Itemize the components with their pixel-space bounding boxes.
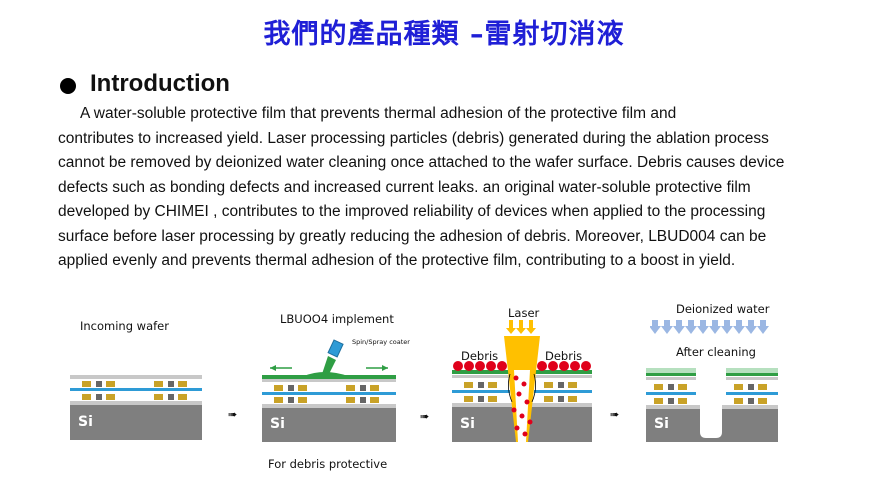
water-label: Deionized water	[676, 302, 770, 316]
page-title: 我們的產品種類 –雷射切消液	[263, 19, 625, 50]
laser-label: Laser	[508, 306, 540, 320]
intro-line: developed by CHIMEI , contributes to the…	[58, 203, 766, 220]
step1-label: Incoming wafer	[80, 319, 169, 333]
section-heading: Introduction	[90, 70, 230, 97]
intro-line: defects such as bonding defects and incr…	[58, 178, 751, 196]
step2-caption: For debris protective	[268, 457, 388, 471]
coater-label: Spin/Spray coater	[352, 338, 410, 346]
intro-line: cannot be removed by deionized water cle…	[58, 154, 785, 171]
si-label: Si	[78, 414, 93, 430]
intro-line: contributes to increased yield. Laser pr…	[58, 129, 769, 147]
wafer-diagram-incoming	[70, 375, 202, 440]
arrow-icon: ➠	[228, 408, 238, 421]
intro-line: applied evenly and prevents thermal adhe…	[58, 252, 736, 269]
intro-line: A water-soluble protective film that pre…	[80, 105, 677, 122]
wafer-diagram-laser	[452, 320, 592, 442]
debris-left-label: Debris	[461, 349, 499, 363]
step2-label: LBUOO4 implement	[280, 312, 394, 326]
step4-label: After cleaning	[676, 345, 756, 359]
wafer-diagram-cleaned	[646, 366, 778, 442]
si-label: Si	[270, 416, 285, 432]
debris-right-label: Debris	[545, 349, 583, 363]
water-arrows-icon	[650, 320, 769, 334]
arrow-icon: ➠	[610, 408, 620, 421]
arrow-icon: ➠	[420, 410, 430, 423]
si-label: Si	[654, 416, 669, 432]
intro-paragraph: A water-soluble protective film that pre…	[58, 102, 858, 274]
bullet-icon	[60, 78, 76, 94]
intro-line: surface before laser processing by great…	[58, 227, 767, 245]
wafer-diagram-coating	[262, 339, 396, 442]
si-label: Si	[460, 416, 475, 432]
